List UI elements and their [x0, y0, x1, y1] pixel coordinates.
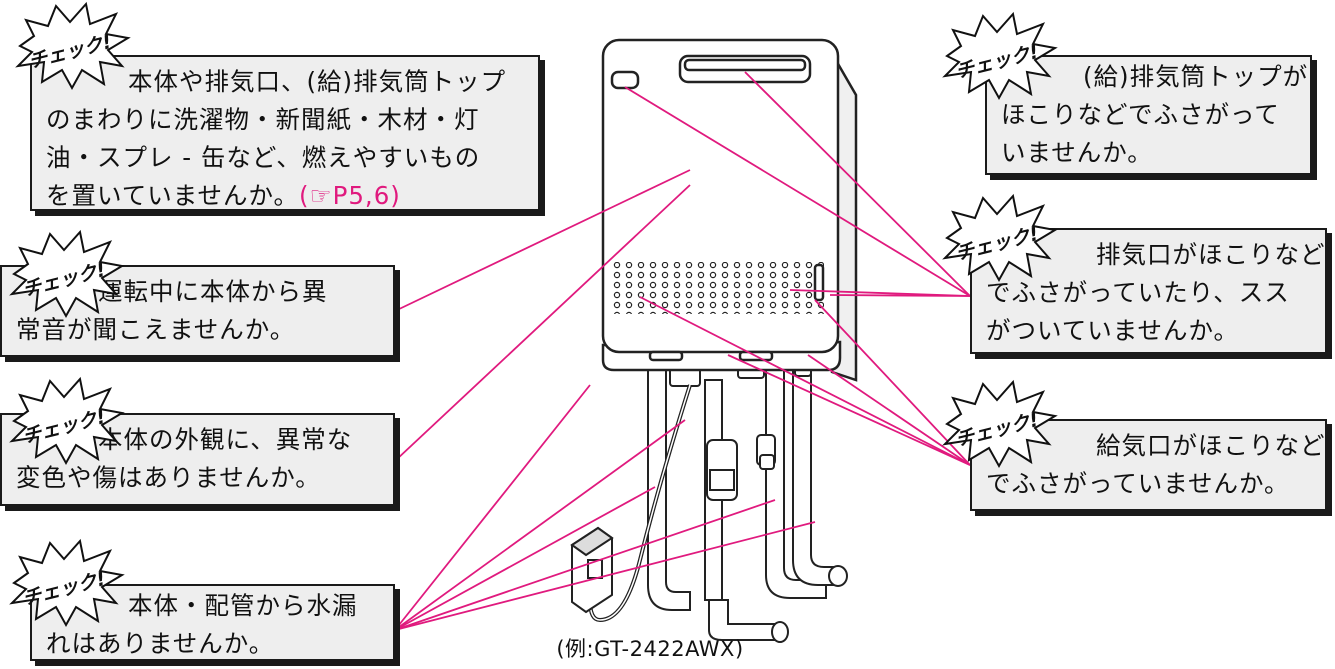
- water-heater-body: [601, 38, 858, 382]
- check-text-line: (給)排気筒トップが: [1083, 62, 1309, 91]
- pipes: [647, 361, 848, 643]
- page-reference-link[interactable]: (☞P5,6): [299, 181, 401, 210]
- check-text-line: 本体の外観に、異常な: [98, 425, 353, 454]
- model-caption: (例:GT-2422AWX): [556, 637, 744, 661]
- check-box-abnormal-noise: 運転中に本体から異 常音が聞こえませんか。: [0, 265, 395, 357]
- check-text-line: ほこりなどでふさがって: [1001, 100, 1280, 129]
- check-text-line: 変色や傷はありませんか。: [16, 463, 321, 492]
- check-badge: チェック!: [15, 1, 131, 91]
- check-text-line: 運転中に本体から異: [98, 277, 328, 306]
- check-text-line: れはありませんか。: [46, 629, 275, 658]
- check-text-line: 本体・配管から水漏: [128, 591, 358, 620]
- leader-lines: [394, 71, 971, 631]
- check-text-line: 給気口がほこりなど: [1096, 431, 1326, 460]
- check-text-line: でふさがっていたり、スス: [986, 278, 1290, 307]
- check-badge: チェック!: [9, 538, 125, 628]
- outlet-box: [570, 526, 614, 614]
- check-text-line: 油・スプレ - 缶など、燃えやすいもの: [46, 143, 481, 172]
- check-text-line: 常音が聞こえませんか。: [16, 315, 296, 344]
- check-text-line: 排気口がほこりなど: [1096, 240, 1326, 269]
- check-badge: チェック!: [942, 379, 1058, 469]
- check-box-appearance: 本体の外観に、異常な 変色や傷はありませんか。: [0, 413, 395, 506]
- check-badge: チェック!: [942, 11, 1058, 101]
- check-text-line: のまわりに洗濯物・新聞紙・木材・灯: [46, 105, 480, 134]
- check-text-line: いませんか。: [1001, 138, 1153, 167]
- check-text-line: を置いていませんか。: [46, 181, 300, 210]
- check-badge: チェック!: [9, 376, 125, 466]
- check-text-line: 本体や排気口、(給)排気筒トップ: [128, 67, 507, 96]
- check-box-water-leak: 本体・配管から水漏 れはありませんか。: [30, 584, 395, 661]
- check-text-line: がついていませんか。: [986, 316, 1240, 345]
- check-box-flammables: 本体や排気口、(給)排気筒トップ のまわりに洗濯物・新聞紙・木材・灯 油・スプレ…: [30, 55, 540, 211]
- check-box-intake-port: 給気口がほこりなど でふさがっていませんか。: [970, 419, 1327, 511]
- check-badge: チェック!: [942, 193, 1058, 283]
- check-badge: チェック!: [9, 229, 125, 319]
- check-text-line: でふさがっていませんか。: [986, 469, 1290, 498]
